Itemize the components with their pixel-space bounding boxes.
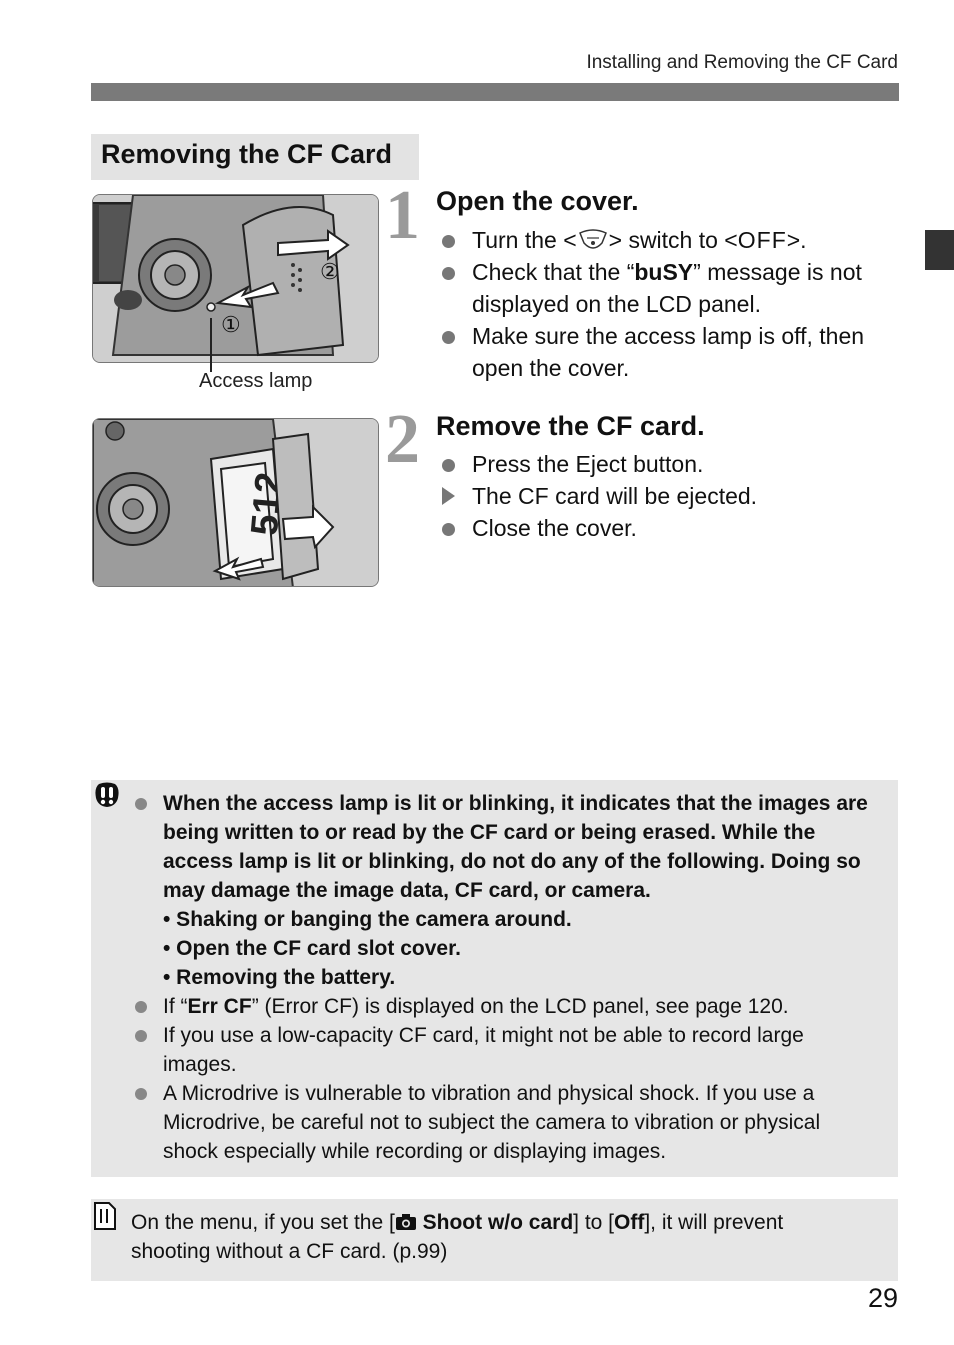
step-1-list: Turn the <> switch to <OFF>. Check that … (436, 224, 876, 384)
caution-item: When the access lamp is lit or blinking,… (135, 789, 880, 992)
page-number: 29 (867, 1283, 898, 1313)
result-arrow-icon (442, 487, 455, 505)
bullet-icon (442, 235, 455, 248)
chapter-tab (925, 230, 954, 270)
bullet-icon (135, 1030, 147, 1042)
bullet-icon (135, 1001, 147, 1013)
figure-remove-card: 512 (92, 418, 379, 587)
caution-box: When the access lamp is lit or blinking,… (91, 780, 898, 1177)
step-2-item: The CF card will be ejected. (436, 480, 876, 512)
running-head: Installing and Removing the CF Card (586, 52, 898, 73)
caution-subitem: • Shaking or banging the camera around. (163, 908, 572, 931)
figure-caption-access-lamp: Access lamp (199, 370, 313, 392)
caution-item: A Microdrive is vulnerable to vibration … (135, 1079, 880, 1166)
note-icon (94, 1202, 116, 1230)
step-2-item: Press the Eject button. (436, 448, 876, 480)
step-1-item: Make sure the access lamp is off, then o… (436, 320, 876, 384)
camera-back-illustration (93, 195, 378, 362)
bullet-icon (442, 331, 455, 344)
bullet-icon (135, 1088, 147, 1100)
bullet-icon (442, 523, 455, 536)
step-2-title: Remove the CF card. (436, 411, 705, 441)
caution-subitem: • Open the CF card slot cover. (163, 937, 461, 960)
leader-line (210, 318, 212, 372)
note-text: On the menu, if you set the [ Shoot w/o … (131, 1211, 784, 1263)
step-1-item: Turn the <> switch to <OFF>. (436, 224, 876, 256)
step-2-item: Close the cover. (436, 512, 876, 544)
bullet-icon (135, 798, 147, 810)
caution-subitem: • Removing the battery. (163, 966, 396, 989)
section-title: Removing the CF Card (91, 134, 419, 180)
step-2-number: 2 (385, 401, 420, 478)
camera-card-slot-illustration: 512 (93, 419, 378, 586)
note-box: On the menu, if you set the [ Shoot w/o … (91, 1199, 898, 1281)
bullet-icon (442, 267, 455, 280)
step-1-title: Open the cover. (436, 186, 639, 216)
figure-open-cover: ② ① (92, 194, 379, 363)
power-switch-icon (578, 229, 607, 249)
step-1-item: Check that the “buSY” message is not dis… (436, 256, 876, 320)
caution-item: If you use a low-capacity CF card, it mi… (135, 1021, 880, 1079)
callout-2: ② (320, 259, 340, 284)
bullet-icon (442, 459, 455, 472)
caution-icon (95, 782, 119, 807)
caution-item: If “Err CF” (Error CF) is displayed on t… (135, 992, 880, 1021)
step-1-number: 1 (385, 177, 420, 254)
callout-1: ① (221, 312, 241, 337)
caution-list: When the access lamp is lit or blinking,… (135, 789, 880, 1166)
header-rule (91, 83, 899, 101)
camera-icon (395, 1214, 416, 1230)
step-2-list: Press the Eject button. The CF card will… (436, 448, 876, 544)
